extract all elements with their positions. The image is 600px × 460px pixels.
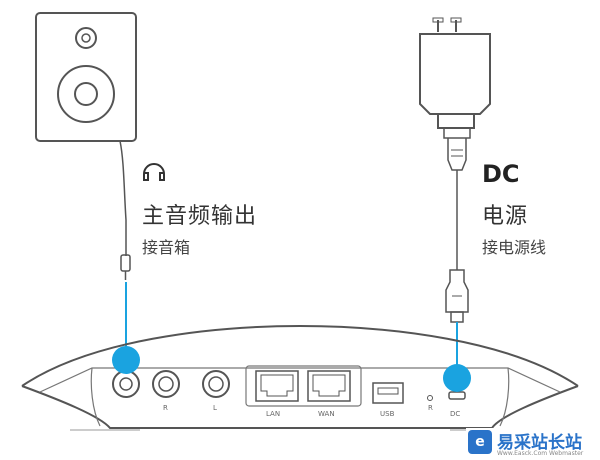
- site-logo-icon: e: [468, 430, 492, 454]
- l-port-label: L: [213, 404, 217, 412]
- lan-port-label: LAN: [266, 410, 281, 418]
- site-watermark: e 易采站长站 Www.Easck.Com Webmaster: [466, 428, 600, 460]
- power-subtitle: 接电源线: [482, 238, 547, 257]
- audio-output-title: 主音频输出: [142, 204, 258, 229]
- lan-port: [255, 370, 299, 402]
- site-url: Www.Easck.Com Webmaster: [497, 450, 584, 457]
- dc-symbol-label: DC: [482, 160, 520, 188]
- r-port-label: R: [163, 404, 168, 412]
- l-audio-port: [202, 370, 230, 398]
- wan-port: [307, 370, 351, 402]
- r-audio-port: [152, 370, 180, 398]
- dc-port-label: DC: [450, 410, 461, 418]
- power-adapter-icon: [419, 17, 491, 171]
- audio-output-subtitle: 接音箱: [142, 238, 191, 257]
- micro-usb-plug-icon: [445, 269, 469, 323]
- power-title: 电源: [482, 204, 529, 229]
- reset-hole: [427, 395, 433, 401]
- speaker-cable: [119, 140, 127, 256]
- headphone-symbol-icon: [143, 163, 165, 181]
- reset-port-label: R: [428, 404, 433, 412]
- speaker-icon: [35, 12, 137, 142]
- wan-port-label: WAN: [318, 410, 335, 418]
- usb-port-label: USB: [380, 410, 395, 418]
- dc-port: [448, 391, 466, 400]
- usb-port: [372, 382, 404, 404]
- router-device: [21, 324, 579, 431]
- headphone-highlight-dot: [112, 346, 140, 374]
- ethernet-bay: [245, 365, 362, 407]
- headphone-port: [112, 370, 140, 398]
- dc-highlight-dot: [443, 364, 471, 392]
- site-name: 易采站长站: [497, 433, 582, 453]
- audio-plug-icon: [120, 254, 131, 280]
